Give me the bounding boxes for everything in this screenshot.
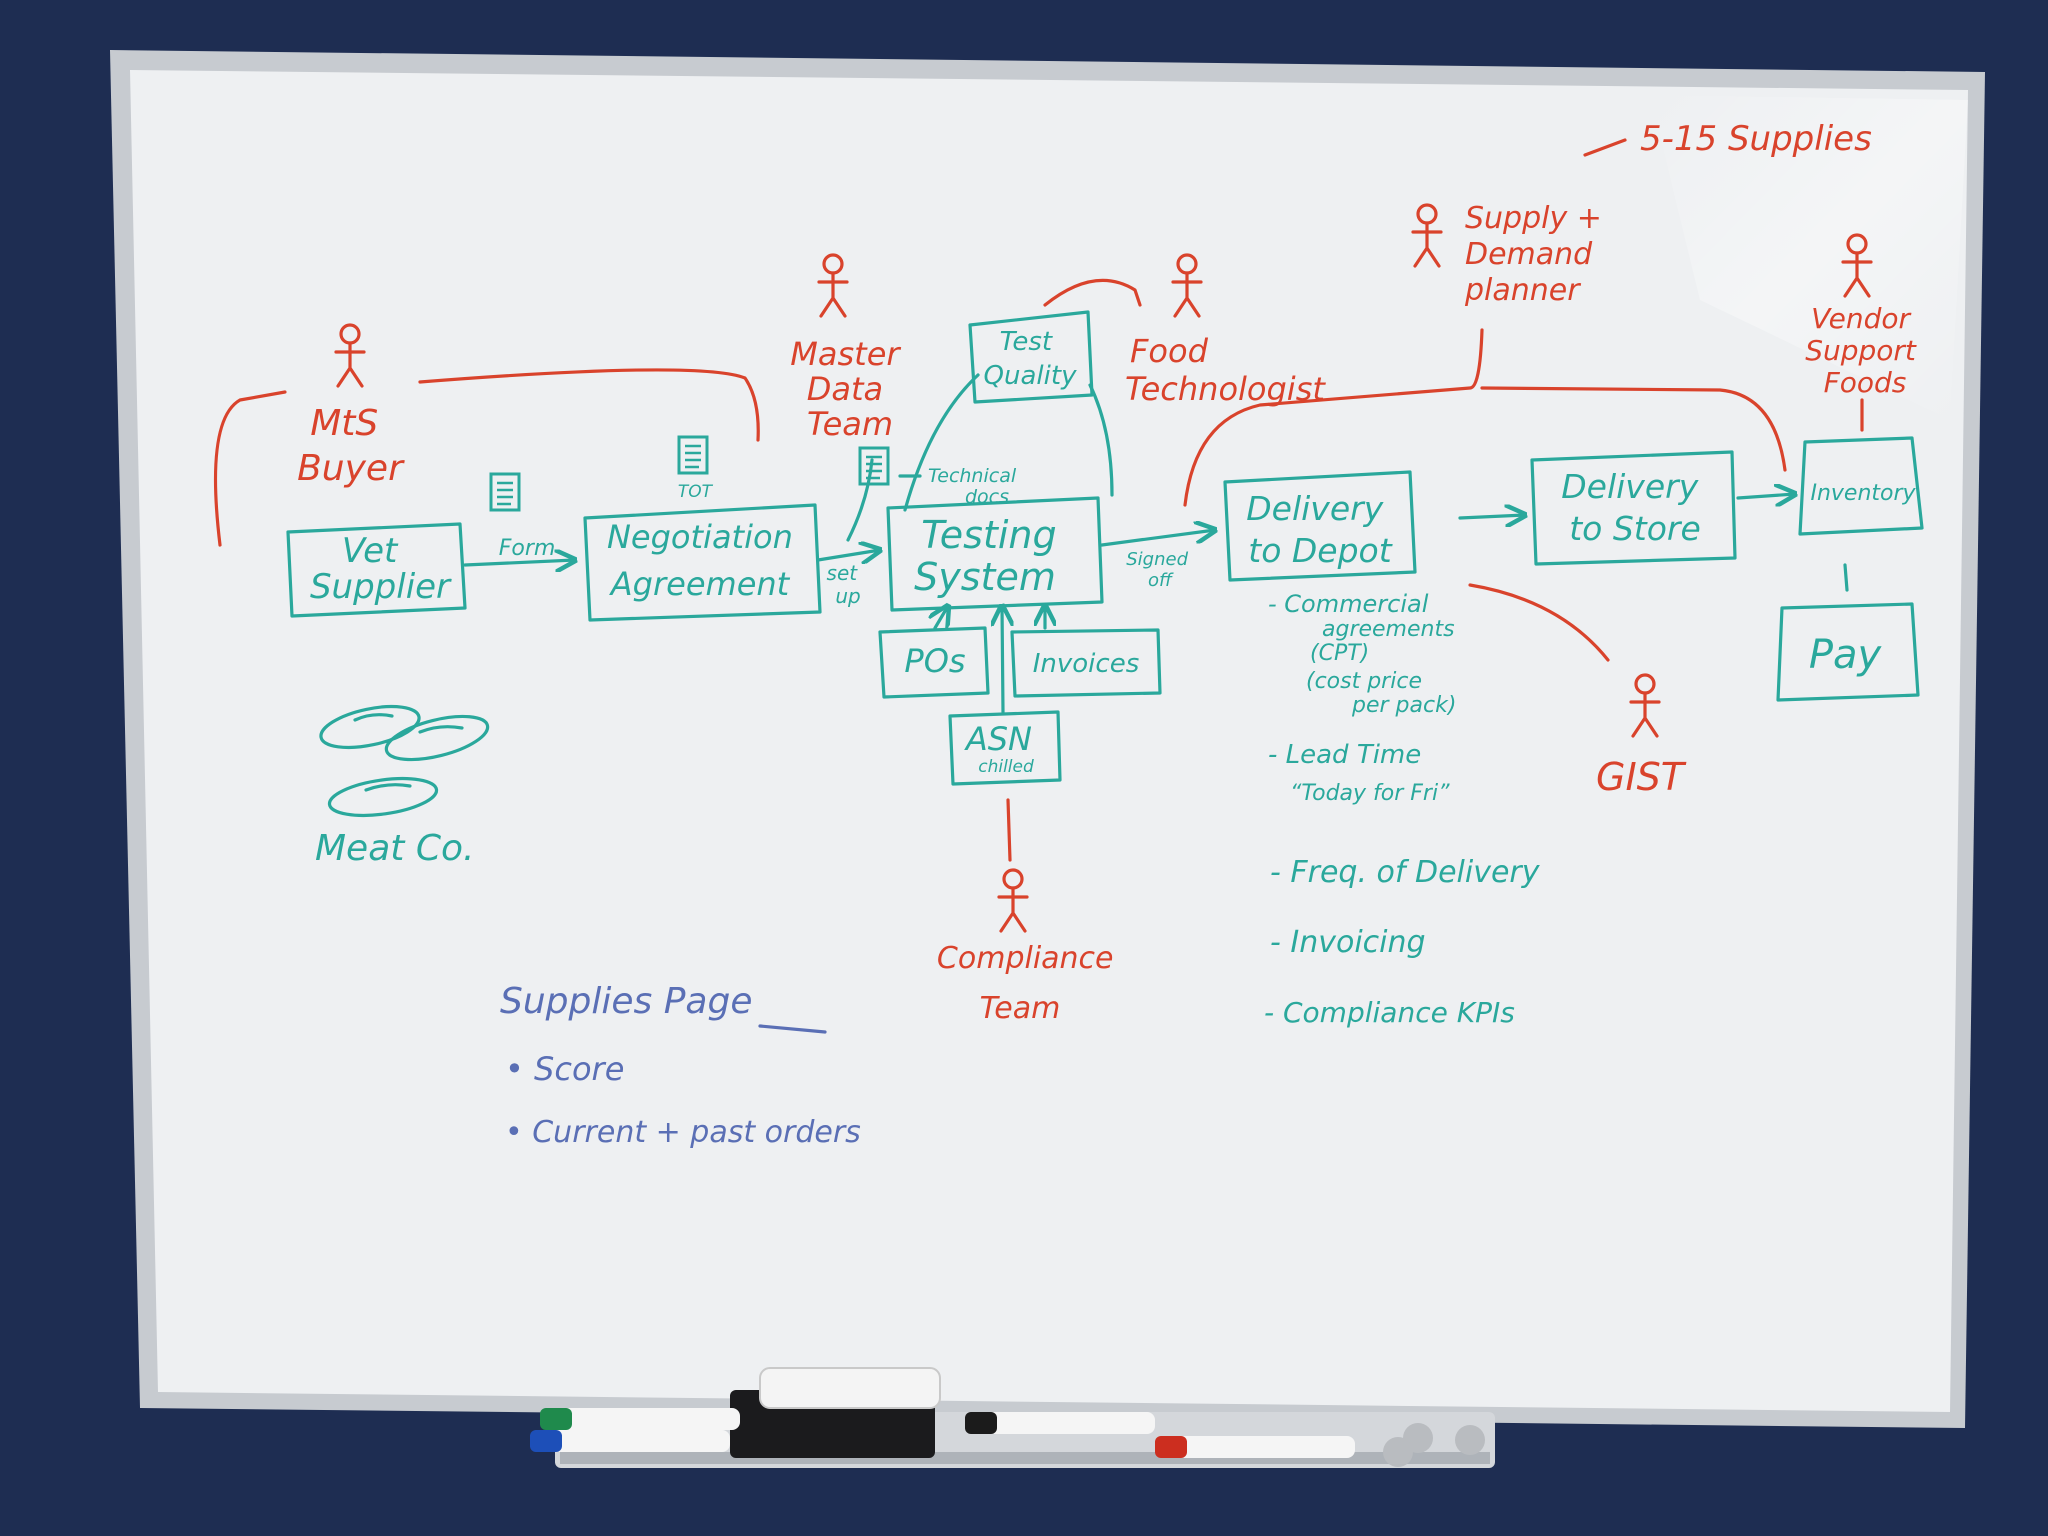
connector-inventory-pay — [1843, 563, 1849, 592]
supplier-page-bullets: • Score • Current + past orders — [505, 1050, 861, 1150]
label-technical-docs: Technical docs — [928, 465, 1022, 508]
actor-food-technologist: Food Technologist — [1125, 332, 1326, 408]
box-delivery-to-depot — [1223, 470, 1417, 582]
box-vet-supplier — [286, 522, 467, 618]
box-label-test-quality: Test Quality — [984, 327, 1078, 391]
bracket-test-quality — [1043, 278, 1142, 307]
actor-gist: GIST — [1596, 755, 1687, 799]
arrow-depot-to-store — [1458, 515, 1525, 518]
actor-compliance-team: Compliance Team — [937, 941, 1123, 1026]
box-label-pay: Pay — [1809, 632, 1883, 678]
supplier-page-title: Supplies Page — [500, 981, 753, 1022]
header-note: 5-15 Supplies — [1640, 119, 1872, 159]
box-label-invoices: Invoices — [1033, 649, 1140, 679]
box-label-pos: POs — [904, 642, 965, 680]
marker-blue — [530, 1430, 730, 1452]
marker-green — [540, 1408, 740, 1430]
actor-master-data-team: Master Data Team — [790, 335, 909, 443]
marker-red — [1155, 1436, 1355, 1458]
actor-supply-demand-planner: Supply + Demand planner — [1464, 201, 1611, 308]
box-negotiation-agreement — [583, 503, 822, 622]
arrow-pos-to-testing — [935, 606, 948, 630]
box-inventory — [1798, 436, 1924, 536]
board-surface — [130, 70, 1968, 1412]
box-test-quality — [968, 310, 1094, 404]
connector-gist — [1468, 583, 1610, 662]
marker-black — [965, 1412, 1155, 1434]
box-label-delivery-to-depot: Delivery to Depot — [1246, 489, 1393, 570]
connector-testing-to-quality — [903, 373, 1114, 512]
arrow-negotiation-to-testing — [816, 550, 880, 560]
label-set-up: set up — [827, 561, 864, 608]
connector-compliance — [1006, 798, 1012, 862]
box-label-vet-supplier: Vet Supplier — [310, 531, 452, 607]
arrow-testing-to-depot — [1100, 530, 1215, 547]
depot-notes: - Commercial agreements (CPT) (cost pric… — [1264, 590, 1545, 1029]
connector-technical-docs — [846, 458, 874, 542]
board-glare — [1650, 95, 1968, 420]
meat-co-label: Meat Co. — [315, 828, 474, 869]
box-testing-system — [886, 496, 1104, 612]
label-signed-off: Signed off — [1126, 549, 1194, 591]
box-delivery-to-store — [1530, 450, 1737, 566]
label-form: Form — [499, 536, 556, 561]
box-label-delivery-to-store: Delivery to Store — [1561, 467, 1708, 548]
magnet — [1403, 1423, 1433, 1453]
box-label-asn: ASN chilled — [964, 720, 1042, 777]
arrow-store-to-inventory — [1736, 494, 1795, 498]
actor-vendor-support-foods: Vendor Support Foods — [1805, 302, 1925, 399]
box-pay — [1776, 602, 1920, 702]
bracket-buyer — [213, 368, 760, 547]
box-label-testing-system: Testing System — [914, 513, 1069, 599]
label-tot: TOT — [678, 482, 714, 502]
arrow-vet-to-negotiation — [463, 560, 575, 565]
box-invoices — [1010, 628, 1162, 698]
arrow-asn-to-testing — [1002, 606, 1003, 714]
spray-bottle — [759, 1367, 941, 1409]
actor-mts-buyer: MtS Buyer — [297, 403, 405, 489]
box-label-inventory: Inventory — [1810, 481, 1916, 506]
box-asn — [948, 710, 1062, 786]
box-label-negotiation: Negotiation Agreement — [607, 518, 803, 603]
box-pos — [878, 626, 990, 699]
bracket-planner — [1183, 328, 1787, 507]
sausage-link-icon — [319, 704, 490, 818]
magnet — [1455, 1425, 1485, 1455]
